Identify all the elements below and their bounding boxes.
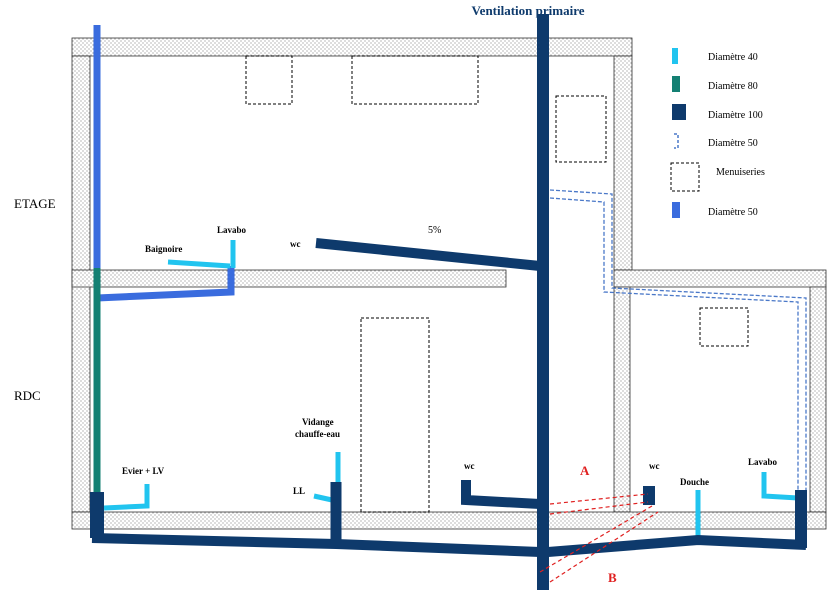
legend-label-d80: Diamètre 80 [708,81,758,92]
legend-swatch-d50-dashed [674,133,679,149]
label-douche: Douche [680,477,709,487]
marker-a: A [580,463,590,478]
diagram-title: Ventilation primaire [471,3,584,18]
legend-swatch-menuiserie [670,162,700,192]
label-chauffe-eau: chauffe-eau [295,429,340,439]
legend-label-menuiserie: Menuiseries [716,167,765,178]
d50-dashed-pipe [549,189,807,492]
label-lavabo-rdc: Lavabo [748,457,778,467]
legend-label-d40: Diamètre 40 [708,52,758,63]
annex-right-wall [809,286,827,513]
label-wc-etage: wc [290,239,301,249]
ground-slab [71,511,827,530]
label-lavabo-etage: Lavabo [217,225,247,235]
label-evier: Evier + LV [122,466,165,476]
window-annex [699,307,749,347]
label-vidange: Vidange [302,417,334,427]
legend-swatch-d50-solid [672,202,680,218]
label-wc-rdc: wc [464,461,475,471]
window-2 [351,55,479,105]
marker-b: B [608,570,617,585]
legend-swatch-d40 [672,48,678,64]
building-walls [71,37,827,530]
door-rdc [360,317,430,513]
legend-label-d100: Diamètre 100 [708,110,763,121]
legend-label-d50-solid: Diamètre 50 [708,207,758,218]
label-baignoire: Baignoire [145,244,182,254]
d40-pipes [103,240,799,540]
intermediate-floor [71,269,507,288]
floor-label-etage: ETAGE [14,196,56,211]
legend-label-d50-dashed: Diamètre 50 [708,138,758,149]
d50-solid-pipe [93,25,235,302]
legend-swatch-d100 [672,104,686,120]
annex-roof [613,269,827,288]
red-dashed-options [539,493,659,583]
window-1 [245,55,293,105]
menuiseries [245,55,749,513]
label-ll: LL [293,486,305,496]
interior-wall [613,286,631,513]
right-wall-upper [613,55,633,271]
label-wc-annexe: wc [649,461,660,471]
d100-pipes [90,14,807,590]
window-3 [555,95,607,163]
legend-swatch-d80 [672,76,680,92]
label-slope: 5% [428,225,441,236]
legend: Diamètre 40 Diamètre 80 Diamètre 100 Dia… [670,48,765,218]
floor-label-rdc: RDC [14,388,41,403]
